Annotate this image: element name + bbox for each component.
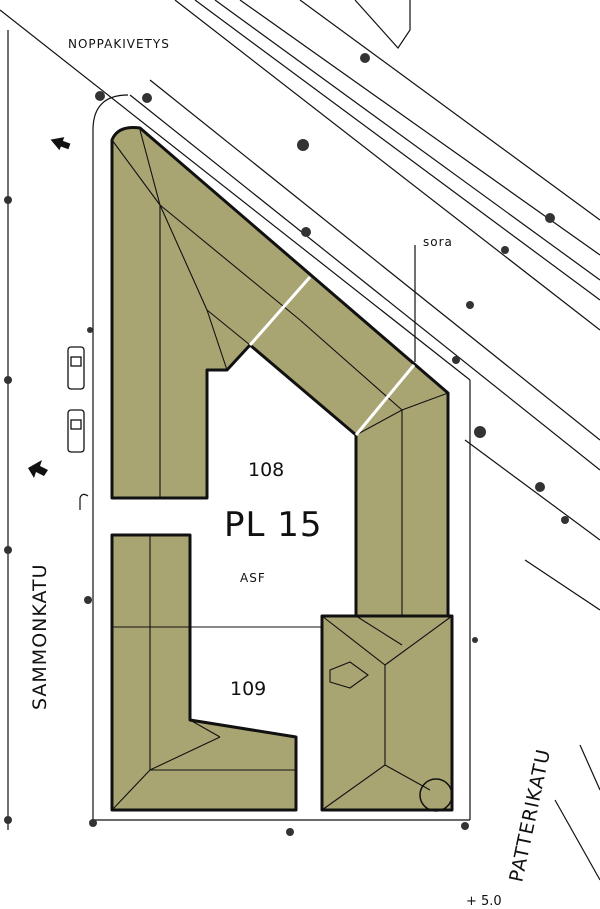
street-label-noppakivetys: NOPPAKIVETYS <box>68 37 170 51</box>
arrow-entrance-icon <box>50 137 71 151</box>
roof-lines <box>111 129 453 811</box>
street-label-sammonkatu: SAMMONKATU <box>29 563 51 710</box>
arrow-entrance-icons <box>28 137 71 478</box>
surface-label-asf: ASF <box>240 571 266 585</box>
curb-lines <box>7 30 600 881</box>
building-southeast-wing <box>320 614 454 812</box>
surface-label-sora: sora <box>423 235 453 249</box>
lot-number-109: 109 <box>230 678 266 700</box>
street-label-patterikatu: PATTERIKATU <box>505 747 555 884</box>
arrow-entrance-icon <box>28 460 48 478</box>
shrub-icon <box>95 91 105 101</box>
car-icons <box>67 346 85 453</box>
car-icon <box>67 409 85 453</box>
building-southwest-wing <box>110 533 298 812</box>
round-tower <box>419 778 453 812</box>
block-label: PL 15 <box>224 505 323 545</box>
shrub-icons <box>4 53 569 836</box>
building-north-wing <box>110 126 450 618</box>
car-icon <box>67 346 85 390</box>
street-lines <box>0 0 600 541</box>
lamp-post <box>79 493 89 510</box>
elevation-label: + 5.0 <box>466 894 502 909</box>
buildings <box>110 126 454 812</box>
lot-number-108: 108 <box>248 459 284 481</box>
